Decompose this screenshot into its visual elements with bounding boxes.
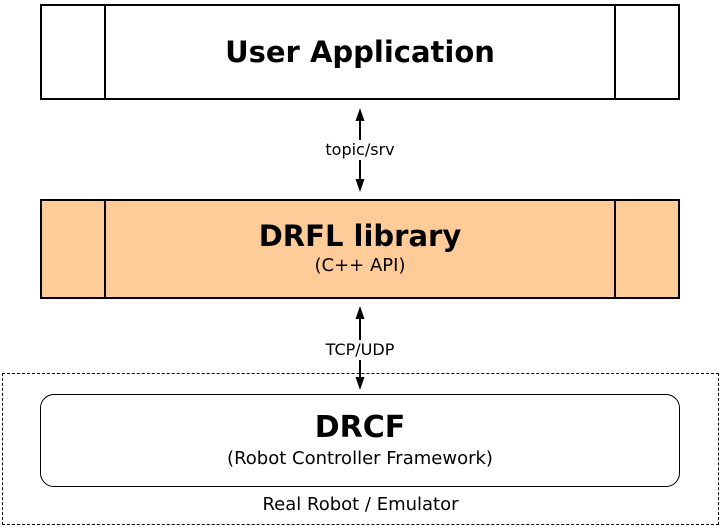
user-application-title: User Application [225, 35, 495, 69]
drfl-library-box: DRFL library (C++ API) [40, 199, 680, 299]
environment-label: Real Robot / Emulator [262, 494, 459, 515]
drcf-title: DRCF [314, 409, 406, 445]
process-divider-left [104, 201, 106, 297]
connection-label-topic-srv: topic/srv [300, 140, 420, 160]
drfl-library-subtitle: (C++ API) [314, 255, 406, 276]
drcf-subtitle: (Robot Controller Framework) [227, 447, 493, 469]
drfl-library-title: DRFL library [258, 219, 462, 253]
process-divider-right [614, 201, 616, 297]
connection-label-tcp-udp: TCP/UDP [300, 340, 420, 360]
user-application-box: User Application [40, 4, 680, 100]
process-divider-left [104, 6, 106, 98]
process-divider-right [614, 6, 616, 98]
drcf-box: DRCF (Robot Controller Framework) [40, 394, 680, 487]
robot-environment-container: DRCF (Robot Controller Framework) Real R… [2, 373, 719, 525]
